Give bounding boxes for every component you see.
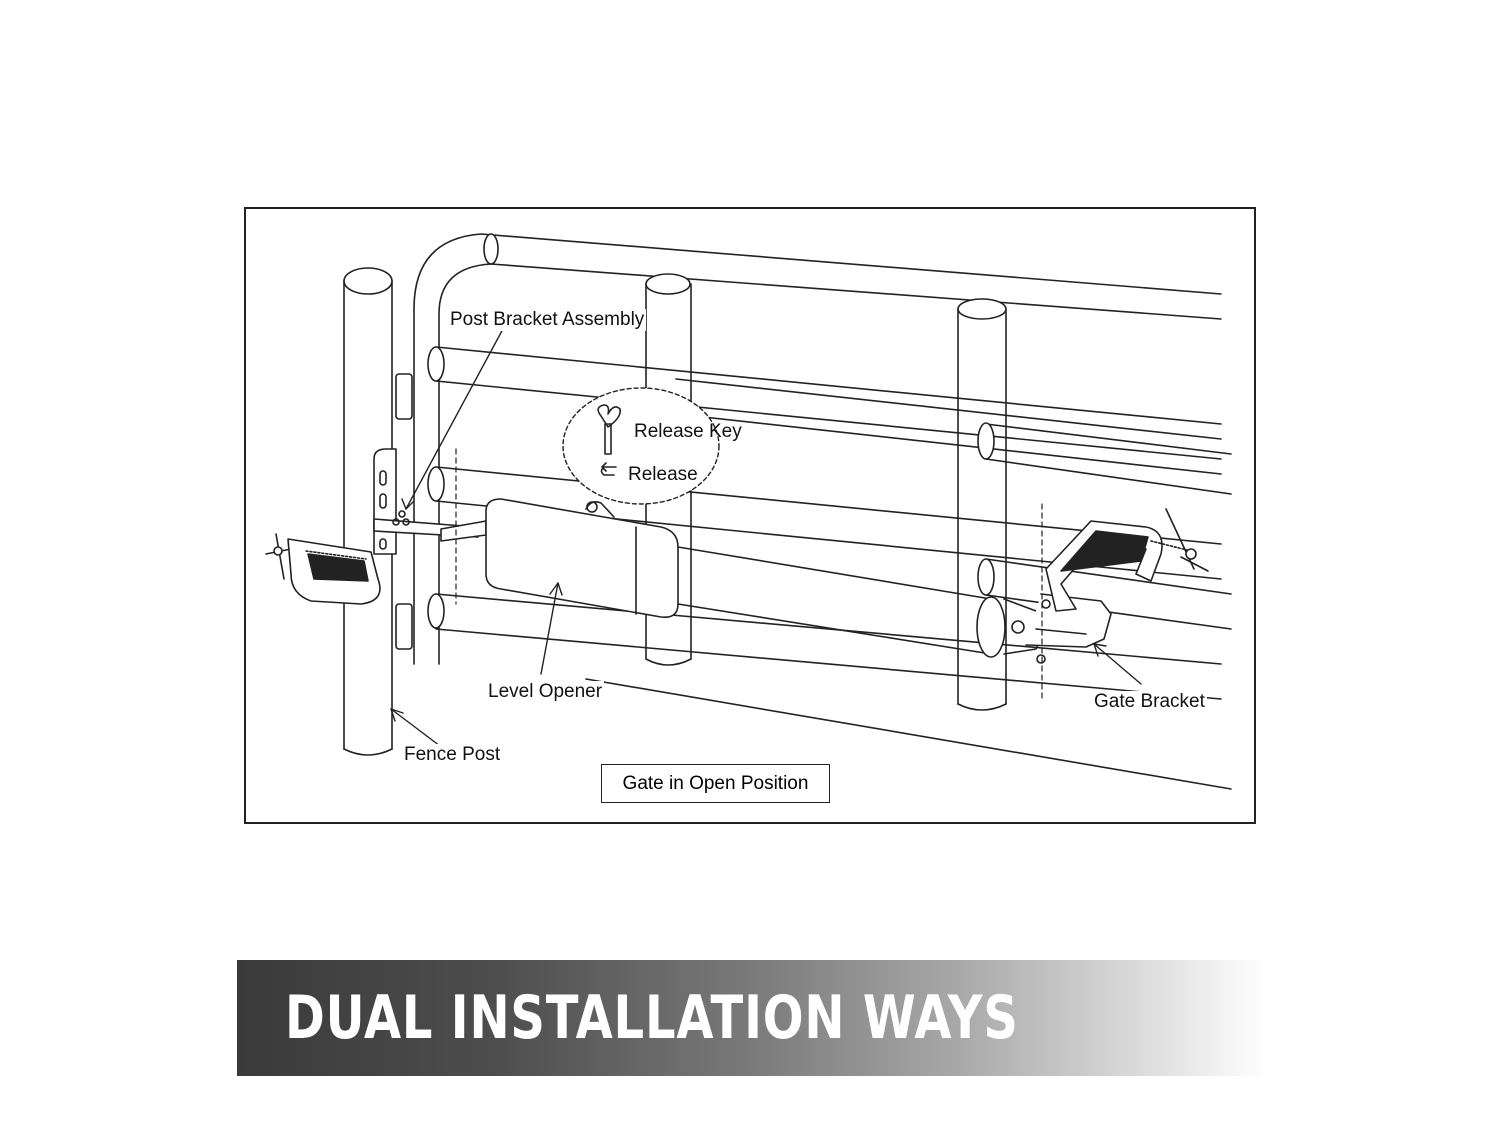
gate-rails (427, 346, 1232, 790)
label-gate-bracket: Gate Bracket (1092, 691, 1207, 713)
label-release-key: Release Key (634, 421, 742, 442)
leader-lines (390, 326, 1142, 750)
gate-hinges (395, 373, 413, 650)
right-clamp (1045, 508, 1209, 612)
label-post-bracket-assembly: Post Bracket Assembly (448, 309, 647, 331)
installation-diagram: Post Bracket Assembly Release Key Releas… (244, 207, 1256, 824)
left-clamp (265, 533, 381, 605)
release-callout (562, 387, 720, 505)
caption-text: Gate in Open Position (622, 772, 809, 794)
gate-top-rail (413, 233, 1222, 665)
title-banner: DUAL INSTALLATION WAYS (237, 960, 1267, 1076)
banner-title: DUAL INSTALLATION WAYS (285, 983, 1019, 1053)
label-fence-post: Fence Post (402, 744, 503, 766)
gate-uprights (645, 273, 1007, 711)
label-release: Release (628, 464, 698, 485)
diagram-caption: Gate in Open Position (601, 764, 830, 803)
actuator-body (440, 498, 1047, 658)
gate-illustration (265, 233, 1232, 790)
gate-bracket (1025, 593, 1112, 664)
reference-lines (455, 448, 1043, 700)
label-level-opener: Level Opener (486, 681, 605, 703)
